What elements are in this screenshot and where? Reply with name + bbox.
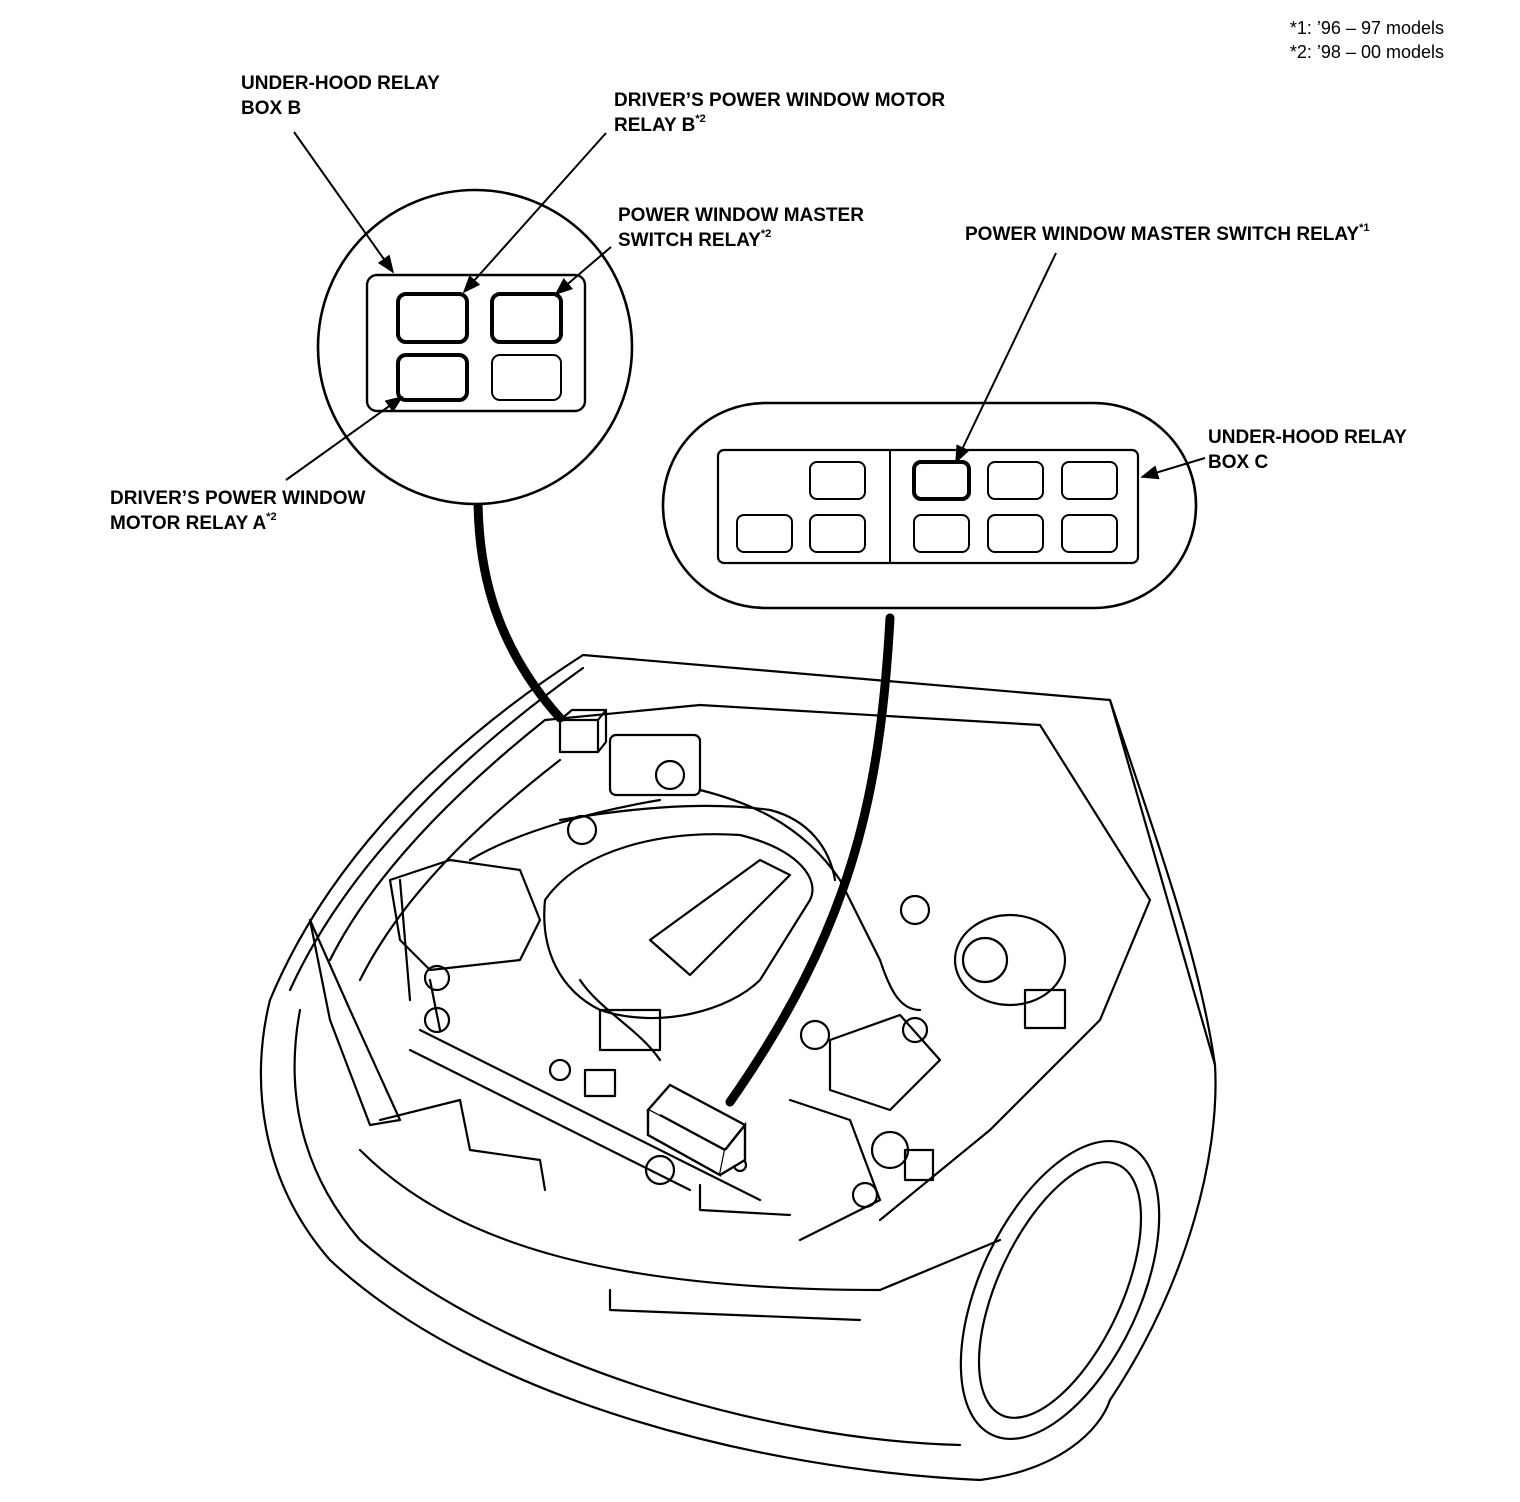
- label-drivers-power-window-motor-relay-a: DRIVER’S POWER WINDOW MOTOR RELAY A*2: [110, 488, 366, 534]
- arrow-motor-relay-a: [285, 395, 404, 481]
- note-1: *1: ’96 – 97 models: [1289, 18, 1444, 38]
- arrow-master-switch-relay-1: [955, 252, 1057, 464]
- relay-box-c-on-car: [646, 1083, 747, 1177]
- relay-slot-empty: [491, 354, 562, 401]
- relay-slot: [913, 514, 970, 553]
- label-power-window-master-switch-relay-96: POWER WINDOW MASTER SWITCH RELAY*1: [965, 221, 1370, 245]
- relay-slot: [1061, 514, 1118, 553]
- relay-slot: [987, 514, 1044, 553]
- relay-slot-master-switch-relay-96: [912, 460, 971, 501]
- label-power-window-master-switch-relay-98: POWER WINDOW MASTER SWITCH RELAY*2: [618, 205, 864, 251]
- leader-to-box-c: [725, 613, 895, 1107]
- relay-box-c-detail: [661, 401, 1198, 610]
- relay-box-b-detail: [316, 188, 634, 506]
- relay-slot-motor-relay-b: [396, 292, 469, 344]
- note-2: *2: ’98 – 00 models: [1289, 42, 1444, 62]
- relay-slot: [809, 461, 866, 500]
- arrow-motor-relay-b: [462, 132, 607, 294]
- relay-slot: [987, 461, 1044, 500]
- relay-slot: [1061, 461, 1118, 500]
- relay-slot: [809, 514, 866, 553]
- relay-slot: [736, 514, 793, 553]
- label-drivers-power-window-motor-relay-b: DRIVER’S POWER WINDOW MOTOR RELAY B*2: [614, 90, 946, 136]
- label-under-hood-relay-box-c: UNDER-HOOD RELAY BOX C: [1208, 427, 1407, 473]
- arrow-master-switch-relay-2: [554, 246, 612, 296]
- relay-slot-motor-relay-a: [396, 353, 469, 402]
- car-front-illustration: [259, 653, 1217, 1482]
- model-notes: *1: ’96 – 97 models *2: ’98 – 00 models: [1290, 16, 1444, 64]
- leader-to-box-b: [473, 492, 565, 723]
- label-under-hood-relay-box-b: UNDER-HOOD RELAY BOX B: [241, 73, 440, 119]
- arrow-box-b: [293, 131, 395, 274]
- relay-slot-master-switch-relay: [490, 292, 563, 344]
- arrow-box-c: [1140, 457, 1206, 480]
